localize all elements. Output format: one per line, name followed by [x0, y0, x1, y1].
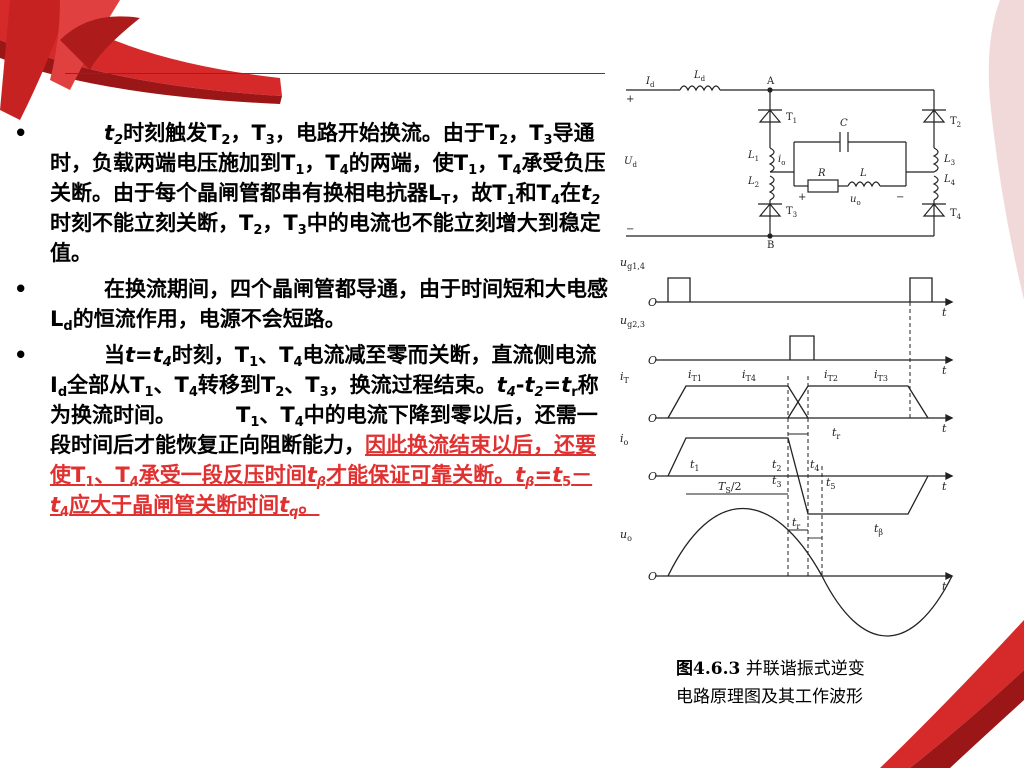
svg-text:O: O [648, 412, 657, 425]
svg-text:iT2: iT2 [824, 368, 838, 383]
ribbon-top-left [0, 0, 282, 120]
body-text: • t2时刻触发T2，T3，电路开始换流。由于T2，T3导通时，负载两端电压施加… [14, 118, 610, 526]
svg-text:Ld: Ld [693, 70, 706, 83]
svg-text:−: − [896, 192, 904, 203]
paragraph-commutation-period: • 在换流期间，四个晶闸管都导通，由于时间短和大电感Ld的恒流作用，电源不会短路… [14, 274, 610, 334]
waveform-labels: ug1,4 O t ug2,3 O t iT iT1 iT4 iT2 iT3 O… [620, 256, 947, 593]
svg-text:L4: L4 [943, 174, 956, 187]
bullet: • [14, 343, 28, 367]
svg-text:A: A [766, 76, 775, 87]
svg-text:iT3: iT3 [874, 368, 888, 383]
time-markers [787, 302, 911, 578]
svg-text:t: t [942, 480, 947, 493]
svg-text:iT1: iT1 [688, 368, 702, 383]
ribbon-right-edge [988, 0, 1024, 300]
svg-text:t3: t3 [772, 474, 782, 489]
resistor-R [807, 179, 839, 193]
svg-text:T2: T2 [950, 116, 961, 129]
title-divider [65, 73, 605, 74]
svg-text:tβ: tβ [874, 522, 883, 537]
gate-pulse-ug14-2 [909, 277, 933, 302]
svg-text:t: t [942, 580, 947, 593]
svg-text:C: C [840, 118, 848, 129]
svg-text:t: t [942, 422, 947, 435]
svg-text:R: R [817, 168, 826, 179]
bullet: • [14, 277, 28, 301]
svg-text:iT4: iT4 [742, 368, 756, 383]
inductor-L [847, 181, 881, 188]
inductor-L4 [932, 175, 939, 201]
bullet: • [14, 121, 28, 145]
caption-line-2: 电路原理图及其工作波形 [676, 687, 863, 707]
paragraph-commutation-start: • t2时刻触发T2，T3，电路开始换流。由于T2，T3导通时，负载两端电压施加… [14, 118, 610, 268]
svg-text:t4: t4 [810, 458, 820, 473]
paragraph-commutation-end: • 当t=t4时刻，T1、T4电流减至零而关断，直流侧电流Id全部从T1、T4转… [14, 340, 610, 520]
svg-text:t2: t2 [772, 458, 782, 473]
svg-text:t1: t1 [690, 458, 700, 473]
svg-text:L3: L3 [943, 154, 955, 167]
svg-text:Id: Id [645, 76, 655, 89]
svg-text:+: + [798, 192, 806, 203]
svg-text:uo: uo [850, 194, 861, 207]
wave-iT1-iT4 [667, 385, 809, 419]
ribbon-bottom-right [880, 620, 1024, 768]
svg-text:t: t [942, 306, 947, 319]
svg-text:L1: L1 [747, 150, 759, 163]
inverter-figure: Id Ld A B + − Ud T1 T2 T3 T4 L1 L2 L3 L4… [620, 70, 962, 637]
svg-text:L: L [859, 168, 867, 179]
circuit-diagram [626, 85, 946, 239]
inductor-L1 [768, 147, 775, 173]
svg-text:O: O [648, 354, 657, 367]
interval-arrows [686, 433, 822, 539]
svg-text:T4: T4 [950, 208, 962, 221]
gate-pulse-ug14-1 [667, 277, 691, 302]
inductor-L3 [932, 147, 939, 173]
svg-text:ug1,4: ug1,4 [620, 256, 645, 271]
svg-text:O: O [648, 470, 657, 483]
svg-text:O: O [648, 570, 657, 583]
svg-text:L2: L2 [747, 176, 759, 189]
caption-number: 图4.6.3 [676, 659, 741, 679]
inductor-L2 [768, 175, 775, 201]
svg-text:tr: tr [792, 516, 800, 531]
svg-text:t: t [942, 364, 947, 377]
svg-text:io: io [778, 154, 785, 167]
svg-text:TS/2: TS/2 [718, 480, 742, 495]
svg-text:T3: T3 [786, 206, 797, 219]
wave-io [667, 437, 929, 515]
wave-uo [667, 508, 953, 637]
emphasis-text: 因此换流结束以后，还要使T1、T4承受一段反压时间tβ才能保证可靠关断。tβ=t… [50, 433, 596, 520]
circuit-labels: Id Ld A B + − Ud T1 T2 T3 T4 L1 L2 L3 L4… [624, 70, 962, 251]
svg-text:B: B [767, 240, 774, 251]
caption-line-1: 并联谐振式逆变 [745, 659, 865, 679]
svg-text:t5: t5 [826, 476, 836, 491]
inductor-Ld [679, 85, 721, 92]
svg-text:iT: iT [620, 370, 630, 385]
gate-pulse-ug23 [789, 335, 815, 360]
svg-text:−: − [626, 224, 634, 235]
figure-caption: 图4.6.3 并联谐振式逆变 电路原理图及其工作波形 [676, 655, 865, 711]
wave-iT2-iT3 [787, 385, 929, 419]
svg-text:T1: T1 [786, 112, 797, 125]
svg-text:tr: tr [832, 426, 840, 441]
svg-text:ug2,3: ug2,3 [620, 314, 645, 329]
waveforms [656, 277, 954, 637]
svg-text:+: + [626, 94, 634, 105]
svg-text:io: io [620, 432, 629, 447]
svg-text:Ud: Ud [624, 156, 637, 169]
svg-text:O: O [648, 296, 657, 309]
svg-text:uo: uo [620, 528, 632, 543]
